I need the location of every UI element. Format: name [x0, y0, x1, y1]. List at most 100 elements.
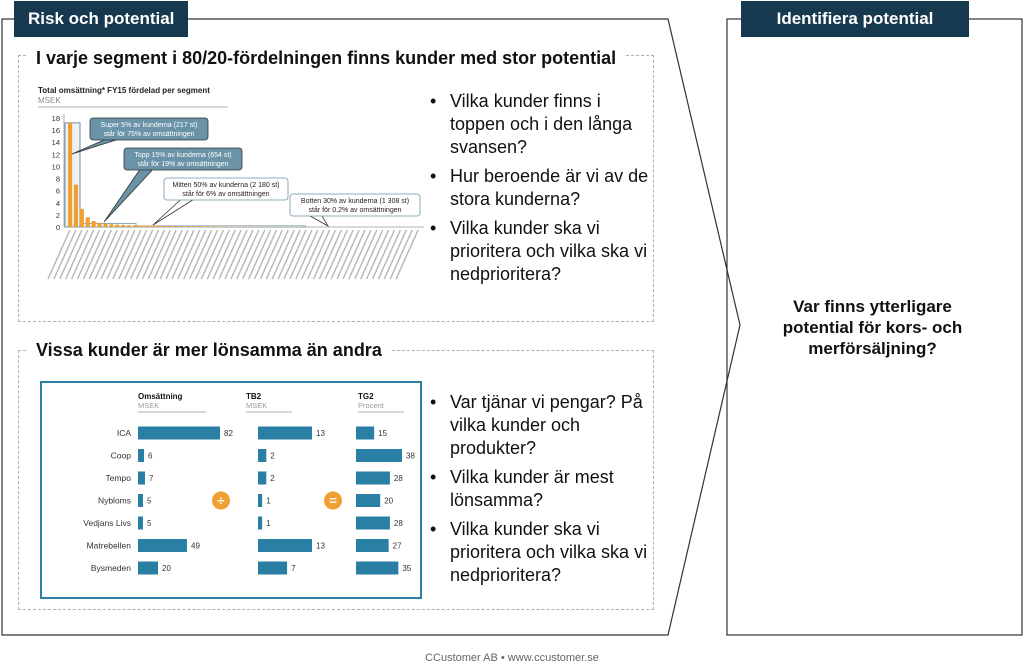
bar-value-label: 35	[402, 564, 411, 573]
table-bar	[138, 426, 220, 440]
pareto-bar	[103, 223, 108, 227]
callout-pointer	[103, 168, 155, 223]
x-tick-label-placeholder	[82, 229, 107, 280]
y-tick-label: 14	[52, 138, 60, 147]
x-tick-label-placeholder	[106, 229, 130, 280]
x-tick-label-placeholder	[295, 229, 319, 280]
row-label: Nybloms	[98, 496, 131, 506]
x-tick-label-placeholder	[283, 229, 307, 280]
pareto-bar	[221, 226, 226, 227]
x-tick-label-placeholder	[124, 229, 148, 280]
y-tick-label: 12	[52, 150, 60, 159]
x-tick-label-placeholder	[230, 229, 254, 280]
x-tick-label-placeholder	[389, 229, 413, 280]
x-tick-label-placeholder	[277, 229, 301, 280]
bar-value-label: 82	[224, 429, 233, 438]
table-bar	[356, 561, 399, 575]
bar-value-label: 38	[406, 452, 415, 461]
callout-text: står för 75% av omsättningen	[103, 130, 194, 138]
x-tick-label-placeholder	[301, 229, 325, 280]
footer-text: CCustomer AB • www.ccustomer.se	[425, 652, 599, 664]
pareto-bar	[91, 220, 96, 227]
x-tick-label-placeholder	[47, 229, 71, 280]
pareto-bar	[85, 217, 90, 227]
chart-unit-label: MSEK	[38, 96, 61, 105]
table-bar	[356, 494, 381, 507]
callout-text: Botten 30% av kunderna (1 308 st)	[301, 198, 409, 205]
x-tick-label-placeholder	[94, 229, 118, 280]
bar-value-label: 7	[291, 564, 296, 573]
callout-box	[123, 147, 243, 171]
x-tick-label-placeholder	[100, 229, 124, 280]
x-tick-label-placeholder	[53, 229, 77, 280]
bar-value-label: 13	[316, 429, 325, 438]
callout-text: står för 0,2% av omsättningen	[309, 206, 402, 214]
pareto-bar	[73, 184, 79, 227]
pareto-bar	[150, 225, 155, 227]
callout-text: Topp 15% av kunderna (654 st)	[134, 152, 231, 159]
list-item: Var tjänar vi pengar? På vilka kunder oc…	[428, 391, 653, 460]
table-bar	[258, 561, 288, 575]
y-tick-label: 10	[52, 162, 60, 171]
x-tick-label-placeholder	[371, 229, 396, 280]
row-label: Tempo	[105, 473, 131, 483]
table-bar	[258, 494, 263, 507]
pareto-bar-chart: Total omsättning* FY15 fördelad per segm…	[38, 86, 424, 280]
list-item: Vilka kunder är mest lönsamma?	[428, 466, 653, 512]
x-tick-label-placeholder	[70, 229, 95, 280]
pareto-bar	[97, 222, 102, 227]
x-tick-label-placeholder	[289, 229, 313, 280]
list-item: Hur beroende är vi av de stora kunderna?	[428, 165, 653, 211]
pareto-bar	[209, 226, 214, 227]
operator-symbol: ÷	[217, 493, 224, 508]
table-bar	[356, 471, 390, 485]
callout-text: står för 6% av omsättningen	[182, 190, 269, 198]
risk-potential-tag: Risk och potential	[14, 1, 189, 37]
x-tick-label-placeholder	[377, 229, 402, 280]
x-tick-label-placeholder	[212, 229, 236, 280]
chart-title: Total omsättning* FY15 fördelad per segm…	[38, 86, 210, 95]
x-tick-label-placeholder	[224, 229, 248, 280]
pareto-bar	[121, 224, 126, 227]
column-unit: MSEK	[138, 401, 159, 410]
table-bar	[138, 539, 187, 552]
x-tick-label-placeholder	[88, 229, 112, 280]
bar-value-label: 2	[270, 452, 275, 461]
bar-value-label: 28	[394, 519, 403, 528]
column-unit: Procent	[358, 401, 385, 410]
table-bar	[138, 449, 144, 462]
callout-text: Mitten 50% av kunderna (2 180 st)	[172, 182, 279, 189]
column-header: TG2	[358, 392, 374, 401]
column-header: TB2	[246, 392, 262, 401]
x-tick-label-placeholder	[177, 229, 201, 280]
bar-value-label: 49	[191, 542, 200, 551]
x-tick-label-placeholder	[253, 229, 278, 280]
y-tick-label: 2	[56, 211, 60, 220]
bar-value-label: 27	[393, 542, 402, 551]
pareto-bar	[132, 225, 138, 227]
x-tick-label-placeholder	[153, 229, 177, 280]
callout-text: Super 5% av kunderna (217 st)	[101, 122, 198, 129]
pareto-bar	[215, 226, 220, 227]
table-bar	[356, 539, 389, 552]
x-tick-label-placeholder	[65, 229, 89, 280]
x-tick-label-placeholder	[306, 229, 331, 280]
y-tick-label: 18	[52, 114, 60, 123]
x-tick-label-placeholder	[330, 229, 354, 280]
x-tick-label-placeholder	[218, 229, 242, 280]
bar-value-label: 5	[147, 497, 152, 506]
pareto-bar	[127, 225, 132, 227]
bar-value-label: 15	[378, 429, 387, 438]
table-bar	[138, 471, 145, 485]
x-tick-label-placeholder	[265, 229, 289, 280]
pareto-bar	[109, 224, 114, 227]
table-bar	[356, 516, 390, 530]
x-tick-label-placeholder	[59, 229, 83, 280]
y-tick-label: 4	[56, 199, 60, 208]
callout-text: står för 19% av omsättningen	[137, 160, 228, 168]
bar-value-label: 7	[149, 474, 154, 483]
x-tick-label-placeholder	[336, 229, 360, 280]
profitability-section-heading: Vissa kunder är mer lönsamma än andra	[28, 340, 390, 361]
callout-box	[163, 177, 289, 201]
pareto-bar	[203, 226, 208, 227]
